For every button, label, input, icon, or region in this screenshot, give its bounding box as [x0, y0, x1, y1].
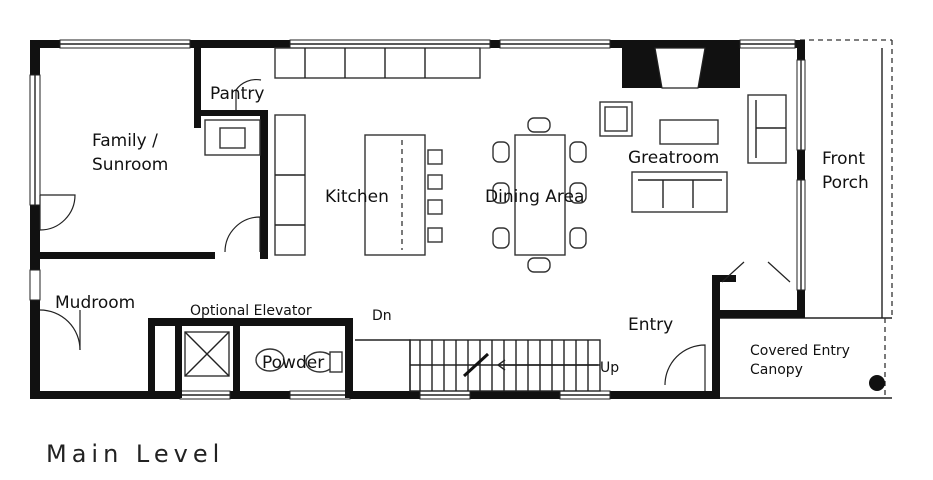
- room-label-elevator: Optional Elevator: [190, 303, 312, 319]
- room-label-entry: Entry: [628, 315, 673, 335]
- room-label-porch-1: Front: [822, 149, 865, 169]
- dining-table: [492, 117, 587, 273]
- staircase: [355, 339, 601, 392]
- room-label-greatroom: Greatroom: [628, 148, 719, 168]
- doors: [39, 78, 791, 391]
- room-label-porch-2: Porch: [822, 173, 869, 193]
- greatroom-furniture: [599, 94, 787, 213]
- room-label-mudroom: Mudroom: [55, 293, 135, 313]
- kitchen-cabinets: [204, 47, 481, 256]
- elevator-shaft: [184, 331, 230, 377]
- powder-fixtures: [255, 348, 343, 373]
- stair-label-down: Dn: [372, 308, 392, 324]
- canopy-post: [869, 375, 885, 391]
- room-label-canopy-1: Covered Entry: [750, 343, 850, 359]
- room-label-family-1: Family /: [92, 131, 158, 151]
- interior-walls: [30, 47, 740, 398]
- room-label-pantry: Pantry: [210, 84, 264, 104]
- plan-caption: Main Level: [46, 440, 224, 468]
- room-label-dining: Dining Area: [485, 187, 584, 207]
- room-label-kitchen: Kitchen: [325, 187, 389, 207]
- room-label-powder: Powder: [262, 353, 324, 373]
- room-label-family-2: Sunroom: [92, 155, 168, 175]
- stair-label-up: Up: [600, 360, 619, 376]
- room-label-canopy-2: Canopy: [750, 362, 803, 378]
- windows: [29, 39, 806, 400]
